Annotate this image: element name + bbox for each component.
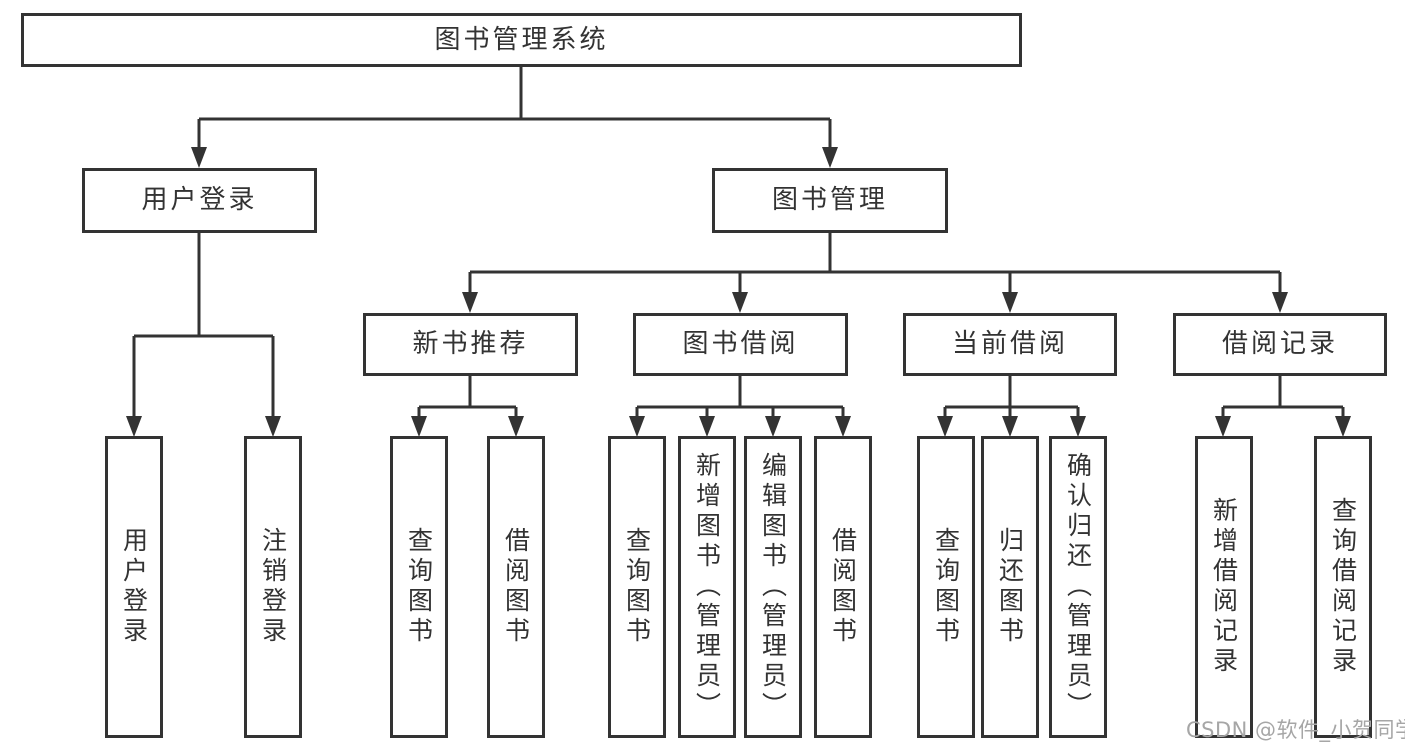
leaf-confirm-return-admin: 确认归还（管理员） — [1049, 436, 1107, 738]
node-book-management-label: 图书管理 — [771, 185, 888, 216]
leaf-confirm-return-admin-label: 确认归还（管理员） — [1063, 452, 1093, 722]
leaf-edit-book-admin: 编辑图书（管理员） — [744, 436, 802, 738]
leaf-recommend-query-books: 查询图书 — [390, 436, 448, 738]
node-current-borrow-label: 当前借阅 — [951, 329, 1068, 360]
leaf-recommend-borrow-books-label: 借阅图书 — [501, 527, 531, 647]
node-borrow-records-label: 借阅记录 — [1221, 329, 1338, 360]
node-user-login-label: 用户登录 — [141, 185, 258, 216]
leaf-return-book-label: 归还图书 — [995, 527, 1025, 647]
node-book-borrow: 图书借阅 — [633, 313, 848, 376]
leaf-user-login: 用户登录 — [105, 436, 163, 738]
leaf-add-book-admin: 新增图书（管理员） — [678, 436, 736, 738]
leaf-logout-label: 注销登录 — [258, 527, 288, 647]
leaf-user-login-label: 用户登录 — [119, 527, 149, 647]
leaf-query-borrow-record-label: 查询借阅记录 — [1328, 497, 1358, 677]
leaf-borrow-query-books: 查询图书 — [608, 436, 666, 738]
node-root: 图书管理系统 — [21, 13, 1022, 67]
node-new-book-recommend: 新书推荐 — [363, 313, 578, 376]
csdn-watermark: CSDN @软件_小贺同学 — [1186, 718, 1405, 742]
leaf-borrow-query-books-label: 查询图书 — [622, 527, 652, 647]
node-new-book-recommend-label: 新书推荐 — [412, 329, 529, 360]
node-book-management: 图书管理 — [712, 168, 948, 233]
leaf-add-borrow-record-label: 新增借阅记录 — [1209, 497, 1239, 677]
node-borrow-records: 借阅记录 — [1173, 313, 1387, 376]
leaf-recommend-borrow-books: 借阅图书 — [487, 436, 545, 738]
leaf-return-book: 归还图书 — [981, 436, 1039, 738]
leaf-current-query-books: 查询图书 — [917, 436, 975, 738]
node-user-login: 用户登录 — [82, 168, 317, 233]
leaf-recommend-query-books-label: 查询图书 — [404, 527, 434, 647]
leaf-borrow-book-label: 借阅图书 — [828, 527, 858, 647]
leaf-add-borrow-record: 新增借阅记录 — [1195, 436, 1253, 738]
leaf-current-query-books-label: 查询图书 — [931, 527, 961, 647]
leaf-query-borrow-record: 查询借阅记录 — [1314, 436, 1372, 738]
node-root-label: 图书管理系统 — [434, 24, 609, 55]
leaf-edit-book-admin-label: 编辑图书（管理员） — [758, 452, 788, 722]
leaf-borrow-book: 借阅图书 — [814, 436, 872, 738]
leaf-add-book-admin-label: 新增图书（管理员） — [692, 452, 722, 722]
node-current-borrow: 当前借阅 — [903, 313, 1117, 376]
node-book-borrow-label: 图书借阅 — [682, 329, 799, 360]
leaf-logout: 注销登录 — [244, 436, 302, 738]
